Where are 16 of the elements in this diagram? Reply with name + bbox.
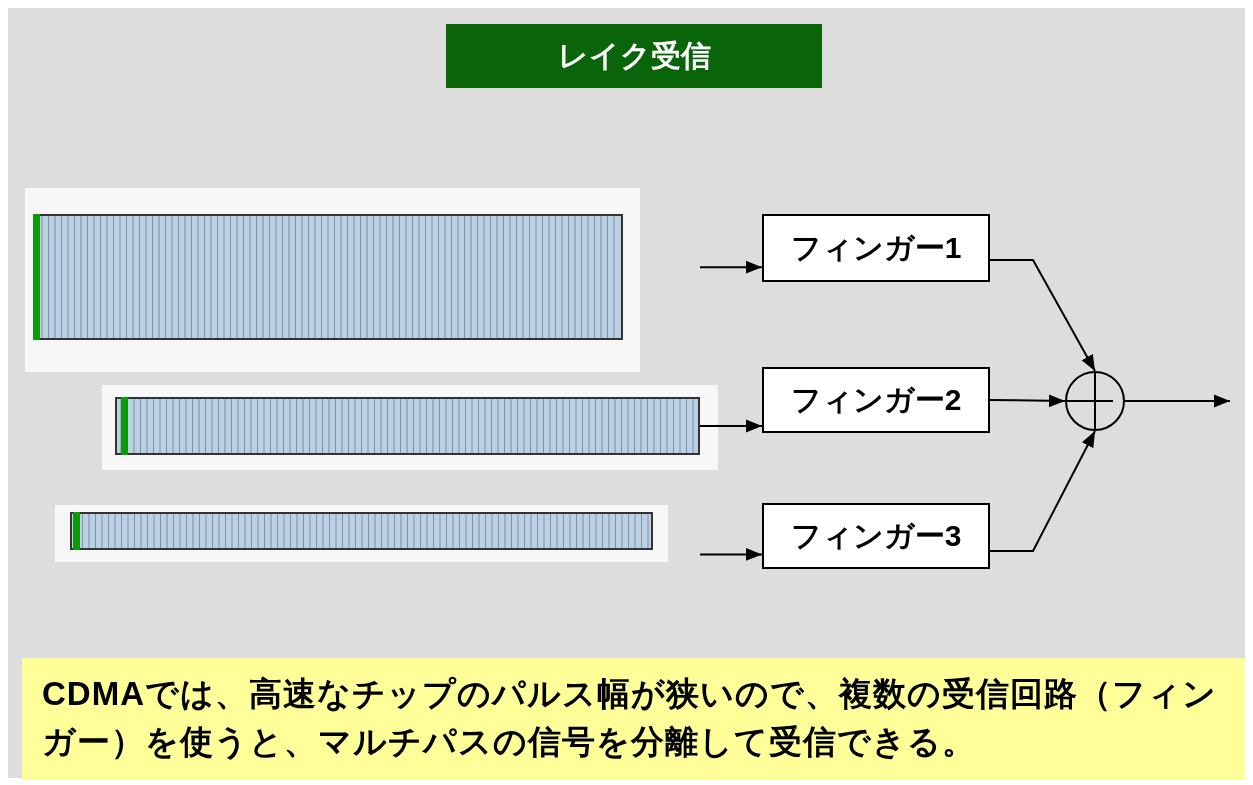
chip-bar-drawing	[70, 512, 653, 550]
arrow	[699, 548, 763, 561]
finger-box: フィンガー2	[762, 367, 990, 433]
chip-bar-drawing	[115, 397, 700, 455]
chip-bar-drawing	[33, 214, 623, 340]
arrow	[1124, 394, 1231, 408]
title-banner: レイク受信	[446, 24, 822, 88]
caption-text: CDMAでは、高速なチップのパルス幅が狭いので、複数の受信回路（フィンガー）を使うと、マルチパスの信号を分離して受信できる。	[22, 658, 1245, 780]
arrow	[699, 260, 763, 274]
arrow	[989, 430, 1096, 552]
finger-box: フィンガー3	[762, 503, 990, 569]
arrow	[699, 419, 763, 433]
arrow	[989, 259, 1096, 372]
finger-box: フィンガー1	[762, 214, 990, 282]
summing-circle	[1065, 371, 1125, 431]
arrow	[989, 394, 1066, 408]
